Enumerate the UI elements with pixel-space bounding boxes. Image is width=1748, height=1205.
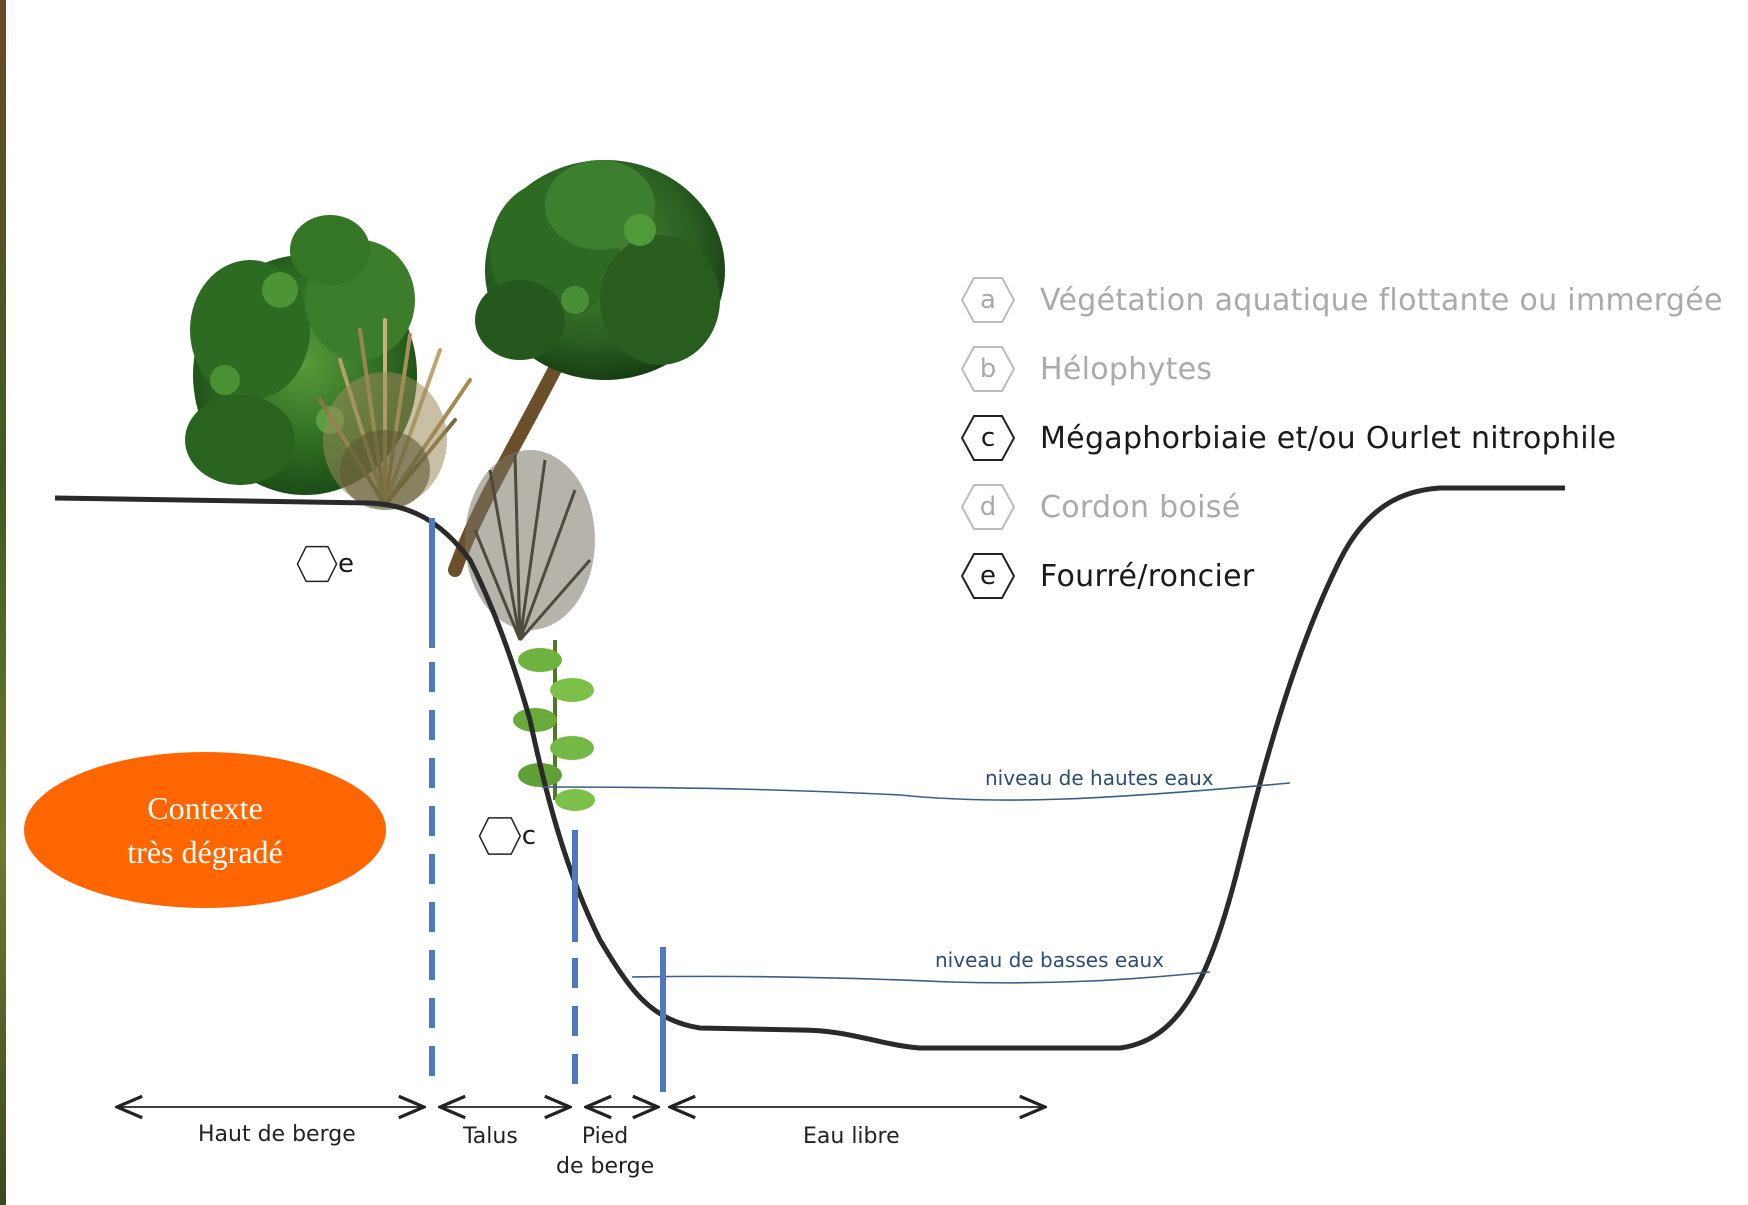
legend-label-a: Végétation aquatique flottante ou immerg… — [1040, 282, 1723, 318]
hex-badge-b: b — [960, 345, 1016, 393]
zone-label-pied-line1: Pied — [581, 1124, 629, 1149]
hex-badge-a: a — [960, 276, 1016, 324]
hex-badge-c: c — [960, 414, 1016, 462]
hex-badge-d: d — [960, 483, 1016, 531]
high-water-label: niveau de hautes eaux — [985, 766, 1214, 790]
legend-letter-d: d — [979, 492, 997, 522]
context-line1: Contexte — [147, 790, 263, 826]
zone-label-eau-libre: Eau libre — [803, 1124, 900, 1149]
legend-label-b: Hélophytes — [1040, 351, 1213, 387]
bank-profile-line — [54, 485, 1565, 1051]
grass-illustration — [318, 318, 472, 510]
legend-letter-e: e — [980, 561, 996, 591]
legend-item-e: e Fourré/roncier — [960, 546, 1254, 606]
tree-illustration — [448, 160, 725, 577]
legend-item-d: d Cordon boisé — [960, 477, 1240, 537]
photo-frame-edge — [0, 0, 6, 1205]
context-badge: Contexte très dégradé — [24, 752, 386, 908]
legend-letter-c: c — [980, 423, 996, 453]
legend-item-b: b Hélophytes — [960, 339, 1212, 399]
legend-letter-a: a — [980, 285, 996, 315]
bare-shrub-illustration — [465, 450, 595, 641]
legend-label-d: Cordon boisé — [1040, 489, 1241, 525]
badge-e-letter: e — [338, 549, 354, 579]
small-plant-illustration — [513, 640, 595, 811]
badge-e: e — [296, 538, 354, 590]
high-water-line — [541, 782, 1291, 801]
legend-label-c: Mégaphorbiaie et/ou Ourlet nitrophile — [1040, 420, 1617, 456]
badge-c: c — [478, 810, 536, 862]
zone-label-pied-line2: de berge — [556, 1154, 655, 1179]
low-water-line — [631, 971, 1211, 984]
hex-badge-e: e — [960, 552, 1016, 600]
legend-item-a: a Végétation aquatique flottante ou imme… — [960, 270, 1723, 330]
low-water-label: niveau de basses eaux — [935, 948, 1164, 972]
zone-label-pied-de-berge: Pied de berge — [556, 1122, 654, 1182]
zone-label-talus: Talus — [463, 1124, 518, 1149]
context-line2: très dégradé — [127, 834, 283, 870]
legend-letter-b: b — [979, 354, 997, 384]
legend-item-c: c Mégaphorbiaie et/ou Ourlet nitrophile — [960, 408, 1616, 468]
zone-label-haut-de-berge: Haut de berge — [198, 1122, 356, 1147]
badge-c-letter: c — [521, 821, 536, 851]
legend-label-e: Fourré/roncier — [1040, 558, 1255, 594]
